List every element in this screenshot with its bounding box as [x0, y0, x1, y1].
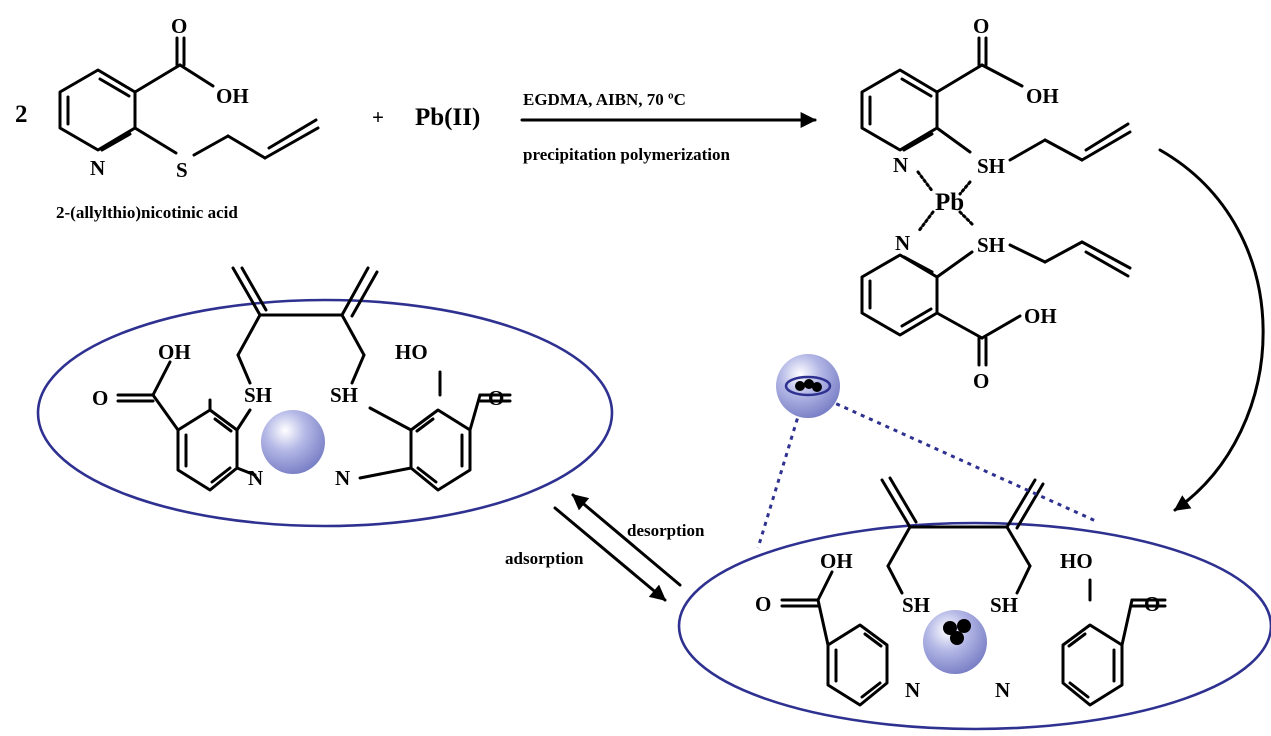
bound-lead-ion-icon [943, 619, 971, 645]
adsorption-label: adsorption [505, 549, 584, 568]
coefficient-label: 2 [15, 101, 28, 128]
right-cavity-carbonyl-label: O [1144, 592, 1160, 616]
monomer-oxygen-label: O [171, 14, 187, 38]
lead-complex-structure: O OH N SH Pb N SH OH O [860, 14, 1132, 393]
zoom-cavity-icon [784, 375, 832, 397]
left-cavity-nitrogen2-label: N [335, 466, 350, 490]
monomer-name: 2-(allylthio)nicotinic acid [56, 203, 238, 222]
right-cavity-hydroxyl-label: OH [820, 549, 853, 573]
empty-cavity-ligands: O OH SH N HO O SH N [92, 266, 512, 492]
left-cavity-sh2-label: SH [330, 383, 358, 407]
occupied-imprint-cavity [677, 521, 1271, 731]
monomer-structure: 2 O OH N S 2-(allylthio)nicotinic acid [15, 14, 320, 222]
complex-lower-sh-label: SH [977, 233, 1005, 257]
template-removal-arrow [1158, 148, 1265, 512]
right-cavity-sh2-label: SH [990, 593, 1018, 617]
right-cavity-ho-label: HO [1060, 549, 1093, 573]
complex-lower-nitrogen-label: N [895, 231, 910, 255]
desorption-label: desorption [627, 521, 705, 540]
occupied-cavity-ligands: O OH SH N HO O SH N [755, 476, 1167, 707]
complex-upper-oxygen-label: O [973, 14, 989, 38]
empty-site-sphere [261, 410, 325, 474]
metal-ion-label: Pb(II) [415, 104, 480, 131]
left-cavity-nitrogen-label: N [248, 466, 263, 490]
complex-upper-sh-label: SH [977, 154, 1005, 178]
empty-imprint-cavity [36, 298, 614, 528]
monomer-nitrogen-label: N [90, 156, 105, 180]
reaction-method: precipitation polymerization [523, 145, 731, 164]
complex-upper-nitrogen-label: N [893, 153, 908, 177]
right-cavity-nitrogen-label: N [905, 678, 920, 702]
left-cavity-ho-label: HO [395, 340, 428, 364]
monomer-sulfur-label: S [176, 158, 188, 182]
plus-sign: + [372, 105, 384, 129]
right-cavity-sh-label: SH [902, 593, 930, 617]
left-cavity-carbonyl-label: O [488, 386, 504, 410]
zoom-line-left [756, 409, 802, 549]
adsorption-arrow [553, 506, 667, 602]
desorption-arrow [571, 493, 682, 587]
complex-lower-oxygen-label: O [973, 369, 989, 393]
right-cavity-oxygen-label: O [755, 592, 771, 616]
zoom-line-right [827, 398, 1099, 524]
monomer-hydroxyl-label: OH [216, 84, 249, 108]
right-cavity-nitrogen2-label: N [995, 678, 1010, 702]
left-cavity-sh-label: SH [244, 383, 272, 407]
complex-upper-hydroxyl-label: OH [1026, 84, 1059, 108]
left-cavity-oxygen-label: O [92, 386, 108, 410]
reaction-conditions: EGDMA, AIBN, 70 ºC [523, 90, 686, 109]
left-cavity-hydroxyl-label: OH [158, 340, 191, 364]
complex-lower-hydroxyl-label: OH [1024, 304, 1057, 328]
